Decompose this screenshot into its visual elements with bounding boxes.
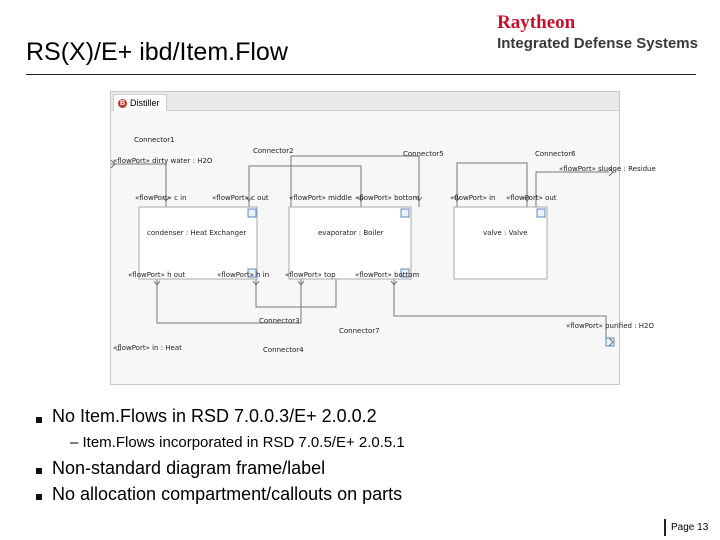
bullet-marker-2 — [36, 468, 42, 474]
port-label-cond-h-in: «flowPort» h in — [217, 271, 269, 279]
connector-label-3: Connector3 — [259, 317, 300, 325]
part-name-condenser: condenser : Heat Exchanger — [147, 229, 246, 237]
bullet-marker-1 — [36, 417, 42, 423]
logo-subtitle: Integrated Defense Systems — [497, 35, 698, 52]
port-label-dirty-water: «flowPort» dirty water : H2O — [113, 157, 213, 165]
part-condenser[interactable] — [138, 206, 258, 280]
port-label-heat-in: «flowPort» in : Heat — [113, 344, 182, 352]
port-label-evap-bottom2: «flowPort» bottom — [355, 271, 420, 279]
part-name-evaporator: evaporator : Boiler — [318, 229, 384, 237]
block-icon: B — [118, 98, 127, 108]
editor-tab-bar: B Distiller — [111, 92, 619, 111]
diagram-screenshot: B Distiller — [110, 91, 656, 385]
bullet-3: No allocation compartment/callouts on pa… — [52, 484, 403, 504]
port-squares — [247, 208, 615, 347]
part-valve[interactable] — [453, 206, 548, 280]
part-name-valve: valve : Valve — [483, 229, 528, 237]
bullet-1: No Item.Flows in RSD 7.0.0.3/E+ 2.0.0.2 — [52, 406, 377, 426]
connector-label-7: Connector7 — [339, 327, 380, 335]
port-label-cond-h-out: «flowPort» h out — [128, 271, 185, 279]
slide-title: RS(X)/E+ ibd/Item.Flow — [26, 38, 288, 66]
ibd-diagram: Connector1 Connector2 Connector5 Connect… — [110, 136, 656, 354]
connector-label-5: Connector5 — [403, 150, 444, 158]
logo-brand: Raytheon — [497, 12, 576, 33]
connector-label-2: Connector2 — [253, 147, 294, 155]
port-label-valve-out: «flowPort» out — [506, 194, 557, 202]
part-evaporator[interactable] — [288, 206, 412, 280]
page-number: Page 13 — [664, 519, 708, 536]
bullet-marker-3 — [36, 494, 42, 500]
tab-distiller[interactable]: B Distiller — [113, 94, 167, 111]
company-logo: Raytheon Integrated Defense Systems — [497, 12, 698, 52]
sub-bullet-1: – Item.Flows incorporated in RSD 7.0.5/E… — [70, 434, 405, 451]
port-label-purified: «flowPort» purified : H2O — [566, 322, 654, 330]
connector-label-4: Connector4 — [263, 346, 304, 354]
bullet-2: Non-standard diagram frame/label — [52, 458, 326, 478]
port-label-sludge: «flowPort» sludge : Residue — [559, 165, 656, 173]
title-divider — [26, 74, 696, 75]
connector-lines — [111, 155, 609, 351]
port-label-cond-c-out: «flowPort» c out — [212, 194, 269, 202]
port-label-valve-in: «flowPort» in — [450, 194, 495, 202]
port-label-cond-c-in: «flowPort» c in — [135, 194, 187, 202]
port-label-evap-bottom: «flowPort» bottom — [355, 194, 420, 202]
connector-label-6: Connector6 — [535, 150, 576, 158]
port-arrows — [110, 159, 614, 347]
port-label-evap-middle: «flowPort» middle — [289, 194, 352, 202]
tab-label: Distiller — [130, 98, 160, 108]
port-label-evap-top: «flowPort» top — [285, 271, 336, 279]
connector-label-1: Connector1 — [134, 136, 175, 144]
